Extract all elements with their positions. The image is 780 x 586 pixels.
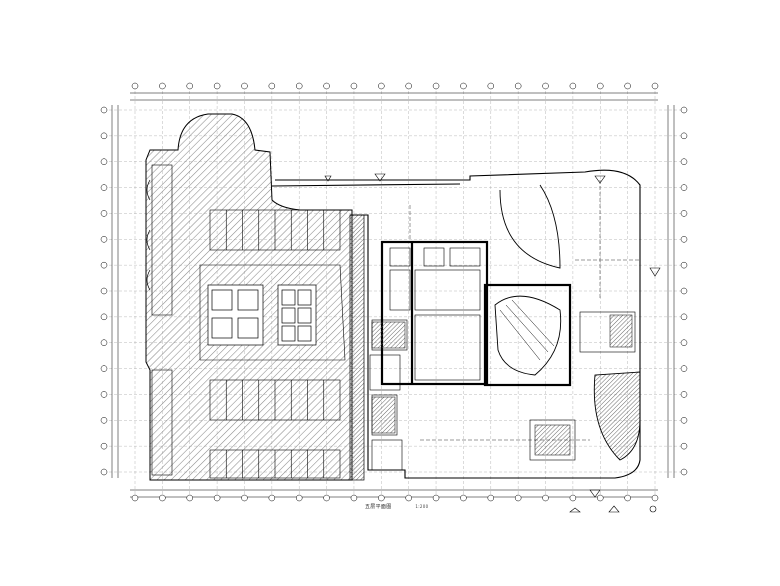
grid-bubble-left [100,210,108,217]
grid-bubble-left [100,106,108,114]
grid-bubble-right [680,339,688,346]
grid-bubble-top [460,82,467,90]
grid-bubble-left [100,365,108,372]
grid-bubble-bottom [131,494,139,502]
section-markers [324,173,661,513]
grid-bubble-right [680,313,688,321]
grid-bubble-top [624,82,631,90]
grid-bubble-left [100,442,108,450]
grid-bubble-top [432,82,440,90]
grid-bubble-left [100,132,108,140]
grid-bubble-bottom [323,494,330,502]
staircases [371,314,633,456]
grid-bubble-top [487,82,495,90]
grid-bubble-top [597,82,604,90]
drawing-caption: 五层平面图 1:200 [365,503,428,510]
grid-bubble-bottom [159,494,166,502]
grid-bubble-bottom [295,494,303,502]
grid-bubble-bottom [241,494,248,502]
grid-bubble-top [186,82,193,90]
grid-bubble-left [100,468,108,476]
left-wall-detail [146,179,151,291]
grid-bubble-bottom [487,494,495,502]
drawing-title: 五层平面图 [365,504,392,510]
grid-bubble-left [100,158,108,165]
grid-bubble-bottom [569,494,577,502]
grid-bubble-bottom [432,494,440,502]
grid-bubble-left [100,287,108,295]
grid-bubble-top [405,82,412,90]
grid-bubbles [100,82,688,502]
grid-bubble-right [680,365,688,372]
grid-bubble-top [159,82,166,90]
grid-bubble-left [100,339,108,346]
grid-bubble-top [213,82,221,90]
grid-bubble-right [680,287,688,295]
grid-bubble-right [680,468,688,476]
grid-bubble-bottom [460,494,467,502]
grid-bubble-top [514,82,522,90]
grid-bubble-top [131,82,139,90]
grid-bubble-right [680,236,688,243]
grid-bubble-right [680,417,688,424]
grid-bubble-top [241,82,248,90]
grid-bubble-bottom [213,494,221,502]
grid-bubble-left [100,313,108,321]
grid-bubble-left [100,391,108,398]
grid-bubble-right [680,261,688,269]
grid-bubble-right [680,158,688,165]
grid-bubble-top [569,82,577,90]
grid-bubble-top [378,82,385,90]
grid-bubble-bottom [597,494,604,502]
grid-bubble-bottom [405,494,412,502]
parking-stalls [151,164,346,479]
grid-bubble-left [100,184,108,191]
grid-bubble-right [680,391,688,398]
grid-bubble-left [100,417,108,424]
grid-bubble-bottom [186,494,193,502]
dimension-lines [111,92,675,498]
grid-bubble-bottom [514,494,522,502]
grid-bubble-left [100,236,108,243]
grid-bubble-bottom [624,494,631,502]
grid-bubble-right [680,210,688,217]
core-elevators-left [207,284,317,346]
grid-bubble-bottom [542,494,549,502]
grid-bubble-bottom [268,494,276,502]
grid-bubble-top [350,82,358,90]
interior-dashed-lines [409,180,640,441]
grid-bubble-top [295,82,303,90]
core-rooms [369,247,636,471]
grid-bubble-right [680,132,688,140]
grid-bubble-bottom [350,494,358,502]
building-outline-right [271,169,641,479]
grid-bubble-bottom [378,494,385,502]
grid-bubble-bottom [651,494,659,502]
grid-bubble-right [680,106,688,114]
drawing-scale: 1:200 [415,504,429,509]
grid-bubble-top [323,82,330,90]
grid-bubble-top [542,82,549,90]
curved-atrium [494,184,641,461]
central-core [380,240,572,387]
grid-bubble-left [100,261,108,269]
grid-bubble-top [268,82,276,90]
grid-bubble-right [680,442,688,450]
grid-bubble-right [680,184,688,191]
grid-bubble-top [651,82,659,90]
